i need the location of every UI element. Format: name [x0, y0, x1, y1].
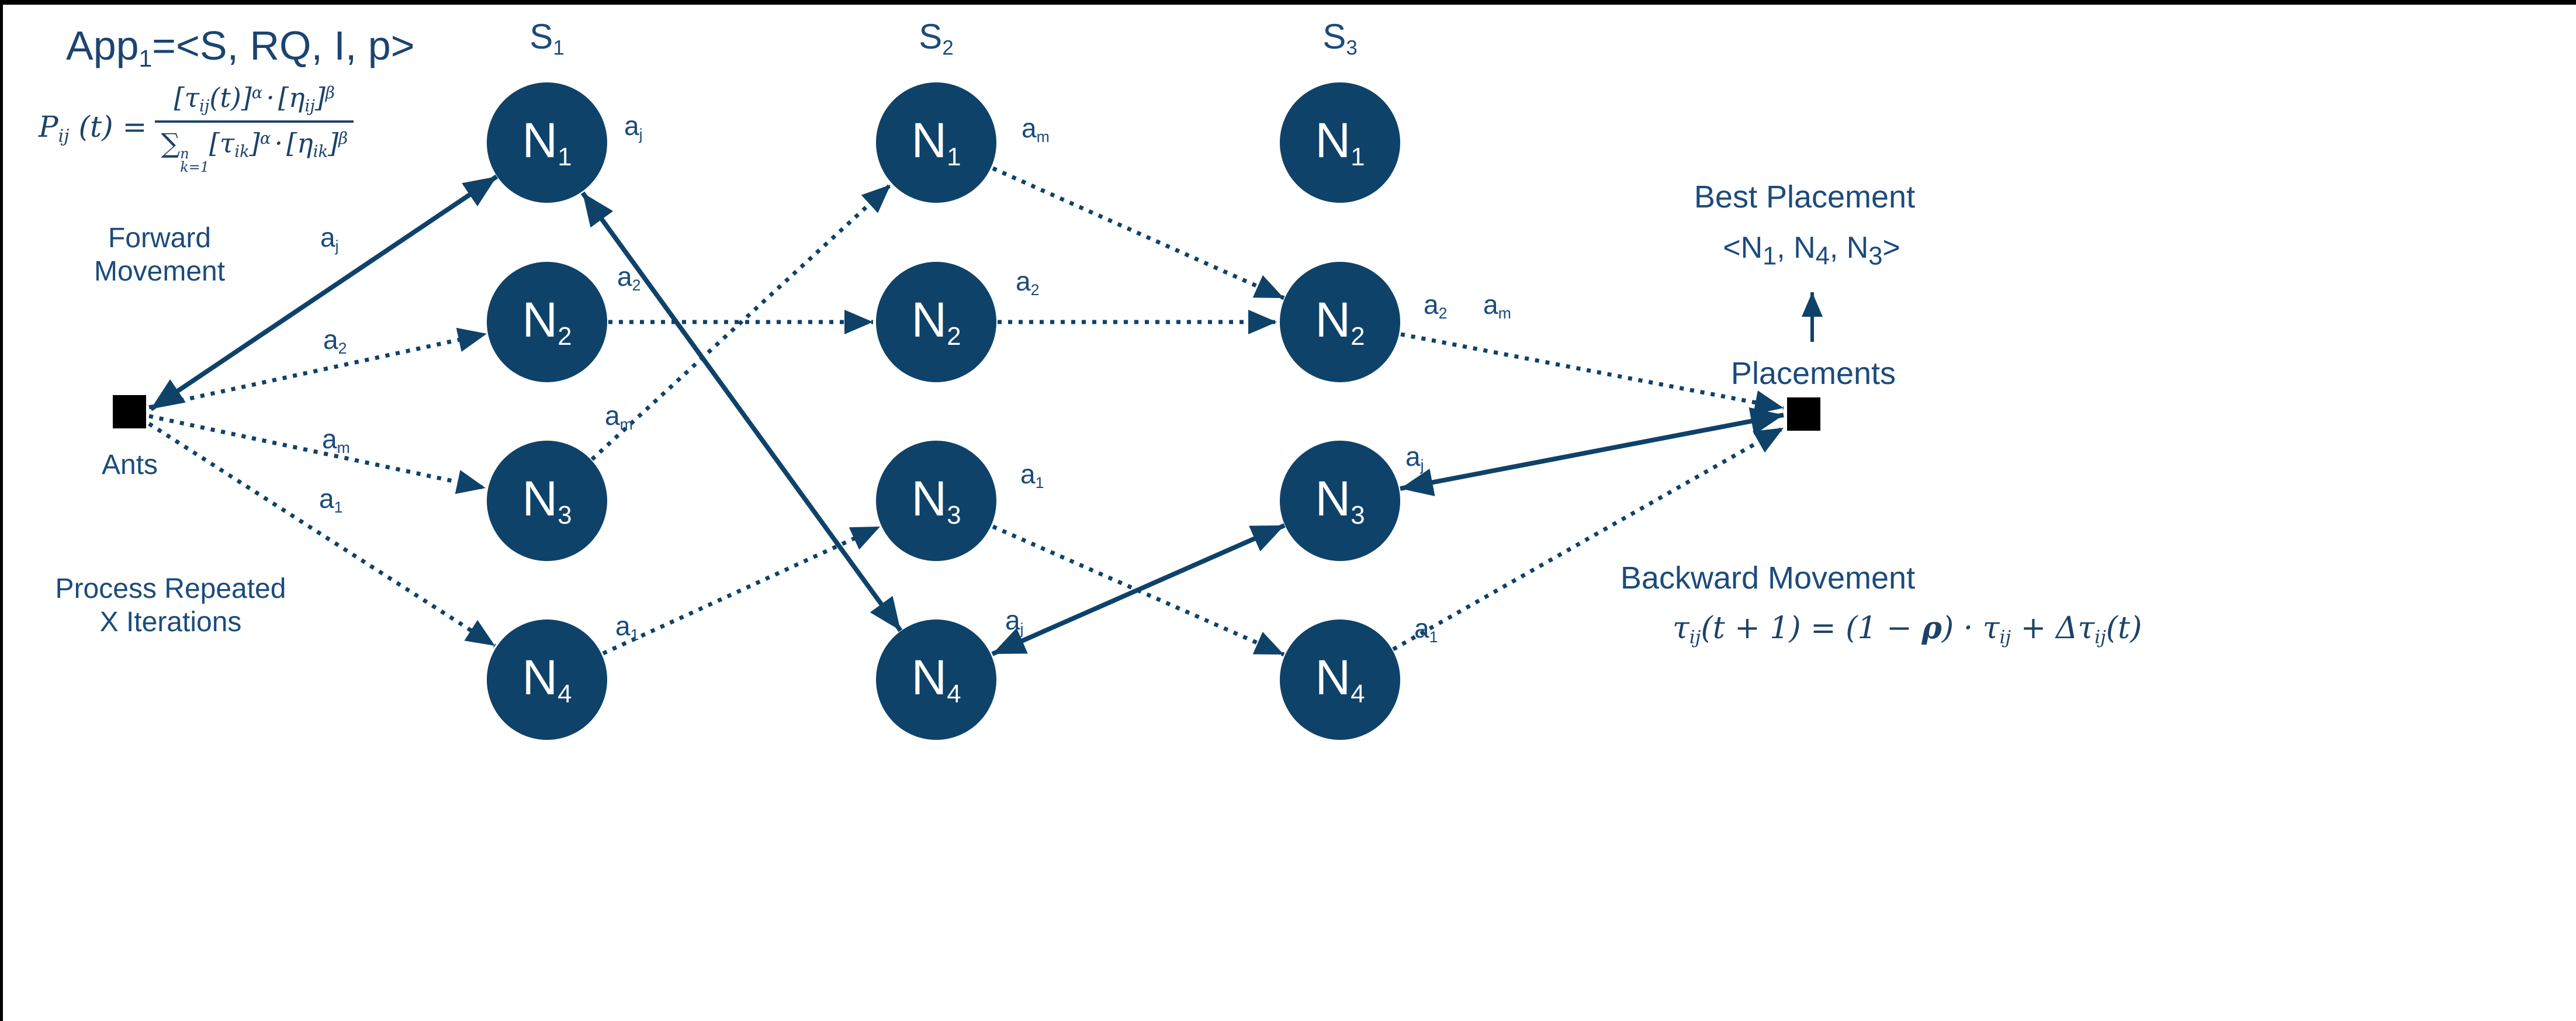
edge-label-am: am	[1483, 289, 1511, 322]
ants-label: Ants	[101, 449, 158, 480]
slide-left-border	[0, 0, 3, 1021]
edge-s2n3-s3n4	[992, 524, 1285, 657]
node-s3-n4: N4	[1280, 619, 1400, 740]
edge-label-a1: a1	[319, 483, 343, 516]
edge-label-a1: a1	[1414, 613, 1438, 646]
edge-s3n2-placements	[1400, 332, 1784, 415]
node-s1-n3: N3	[487, 441, 607, 561]
stage-header-s2: S2	[919, 17, 954, 60]
edge-label-aj: aj	[320, 222, 339, 255]
edge-s1n1-s2n4	[580, 191, 903, 632]
node-s1-n4: N4	[487, 619, 607, 740]
placements-label: Placements	[1730, 356, 1896, 391]
edge-label-a2: a2	[617, 261, 641, 294]
edge-label-aj: aj	[1005, 605, 1024, 638]
edge-s3n4-placements	[1392, 425, 1785, 652]
edge-label-am: am	[1022, 113, 1050, 146]
stage-header-s1: S1	[529, 17, 565, 60]
best-placement-label: Best Placement	[1694, 179, 1916, 214]
ants-square	[113, 395, 146, 428]
node-s2-n3: N3	[876, 441, 996, 561]
app-title: App1=<S, RQ, I, p>	[66, 23, 415, 72]
node-s1-n2: N2	[487, 262, 607, 382]
edge-label-aj: aj	[1405, 441, 1424, 474]
node-s2-n2: N2	[876, 262, 996, 382]
slide-top-border	[0, 0, 2576, 5]
edge-s3n3-placements	[1400, 407, 1784, 497]
placements-square	[1787, 397, 1820, 431]
edge-label-a1: a1	[1020, 459, 1044, 492]
edge-s2n1-s3n2	[992, 166, 1285, 300]
backward-movement-label: Backward Movement	[1620, 560, 1916, 596]
edge-ants-s1n3	[148, 414, 486, 494]
edge-label-a2: a2	[1424, 289, 1448, 322]
pheromone-update-formula: τij(t + 1) = (1 − ρ) · τij + Δτij(t)	[1673, 610, 2142, 648]
node-s1-n1: N1	[487, 82, 607, 203]
edge-label-aj: aj	[624, 110, 643, 143]
node-s3-n2: N2	[1280, 262, 1400, 382]
best-placement-tuple: <N1, N4, N3>	[1723, 231, 1900, 271]
node-s2-n1: N1	[876, 82, 996, 203]
node-s3-n1: N1	[1280, 82, 1400, 203]
node-s2-n4: N4	[876, 619, 996, 740]
edge-label-am: am	[605, 400, 633, 433]
edge-label-a2: a2	[1016, 266, 1040, 299]
node-s3-n3: N3	[1280, 441, 1400, 561]
edge-label-a1: a1	[615, 611, 639, 643]
edge-ants-s1n1	[149, 174, 498, 411]
edge-ants-s1n2	[148, 327, 487, 410]
edge-s1n3-s2n1	[590, 183, 892, 461]
edge-label-a2: a2	[323, 324, 347, 357]
edge-s1n4-s2n3	[602, 524, 881, 656]
edge-label-am: am	[322, 424, 350, 456]
stage-header-s3: S3	[1322, 17, 1358, 60]
